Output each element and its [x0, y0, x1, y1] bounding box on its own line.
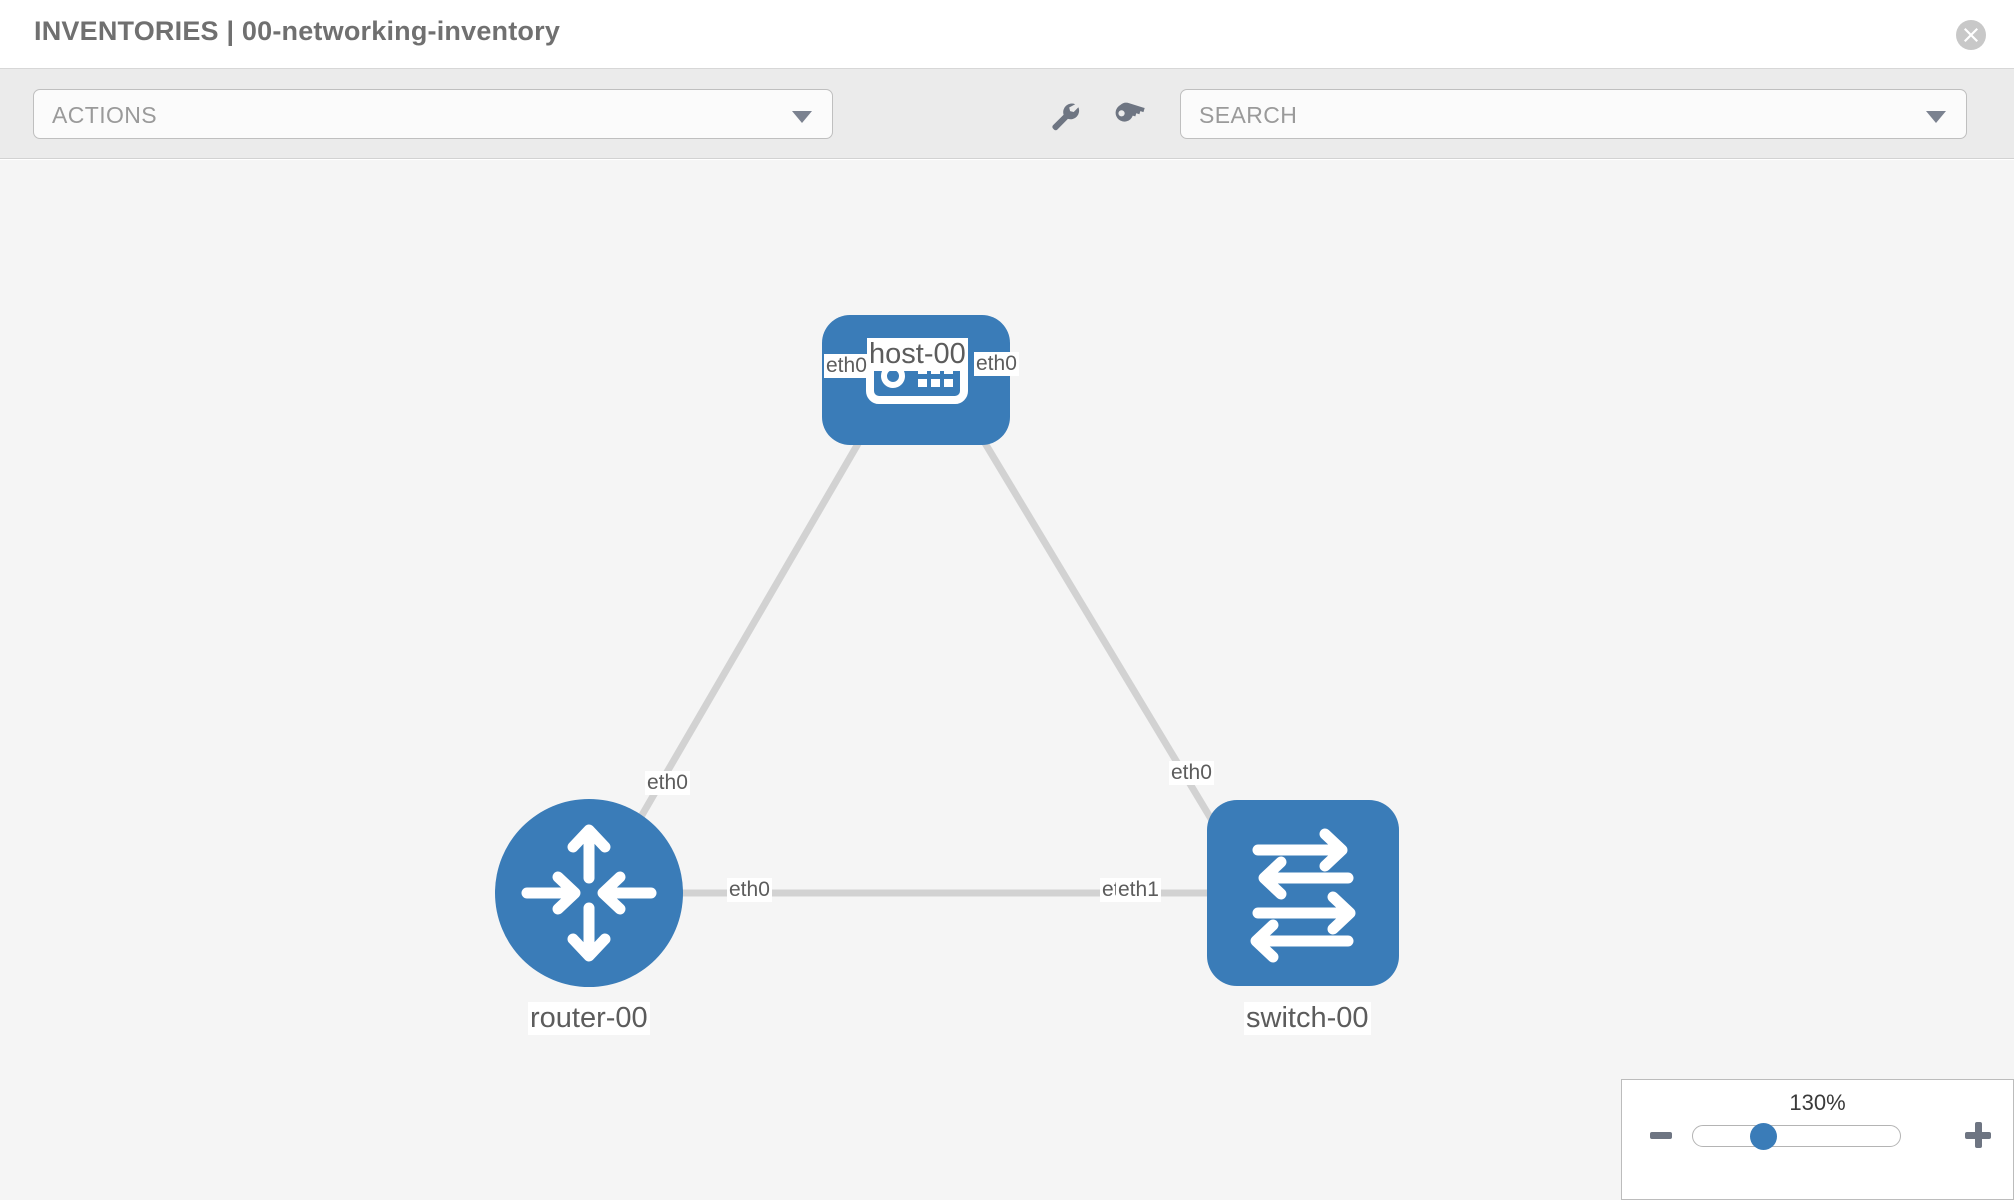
edge-host-router[interactable] [606, 373, 902, 872]
zoom-control-panel: 130% [1621, 1079, 2014, 1200]
edge-label-host-switch: eth0 [974, 352, 1019, 376]
four-arrows-icon [521, 824, 657, 962]
topology-graph [495, 315, 1399, 987]
topology-canvas[interactable]: host-00 router-00 switch-00 eth0 eth0 et… [0, 160, 2014, 1200]
zoom-slider-track[interactable] [1692, 1125, 1901, 1147]
edge-label-host-router: eth0 [824, 354, 869, 378]
wrench-icon[interactable] [1046, 97, 1082, 133]
node-label-router-00: router-00 [528, 1002, 650, 1035]
plus-icon[interactable] [1965, 1122, 1991, 1148]
toolbar: ACTIONS SEARCH [0, 69, 2014, 159]
edge-label-router-host: eth0 [645, 771, 690, 795]
edge-label-switch-host: eth0 [1169, 761, 1214, 785]
actions-dropdown-label: ACTIONS [52, 102, 158, 128]
close-icon[interactable] [1956, 20, 1986, 50]
actions-dropdown[interactable]: ACTIONS [33, 89, 833, 139]
zoom-slider-thumb[interactable] [1750, 1123, 1777, 1150]
node-host-00[interactable] [822, 315, 1010, 445]
page-title: INVENTORIES | 00-networking-inventory [34, 16, 561, 46]
node-label-switch-00: switch-00 [1244, 1002, 1371, 1035]
edge-label-switch-router-eth1: eth1 [1116, 878, 1161, 902]
chevron-down-icon [1926, 111, 1946, 123]
node-label-host-00: host-00 [867, 338, 968, 371]
search-placeholder: SEARCH [1199, 102, 1298, 128]
edge-label-router-switch: eth0 [727, 878, 772, 902]
minus-icon[interactable] [1650, 1132, 1672, 1139]
key-icon[interactable] [1112, 97, 1148, 133]
page-header: INVENTORIES | 00-networking-inventory [0, 0, 2014, 69]
zoom-level-value: 130% [1789, 1090, 1846, 1115]
node-router-00[interactable] [495, 799, 683, 987]
node-switch-00[interactable] [1207, 800, 1399, 986]
chevron-down-icon [792, 111, 812, 123]
search-input[interactable]: SEARCH [1180, 89, 1967, 139]
switch-arrows-icon [1250, 828, 1356, 963]
